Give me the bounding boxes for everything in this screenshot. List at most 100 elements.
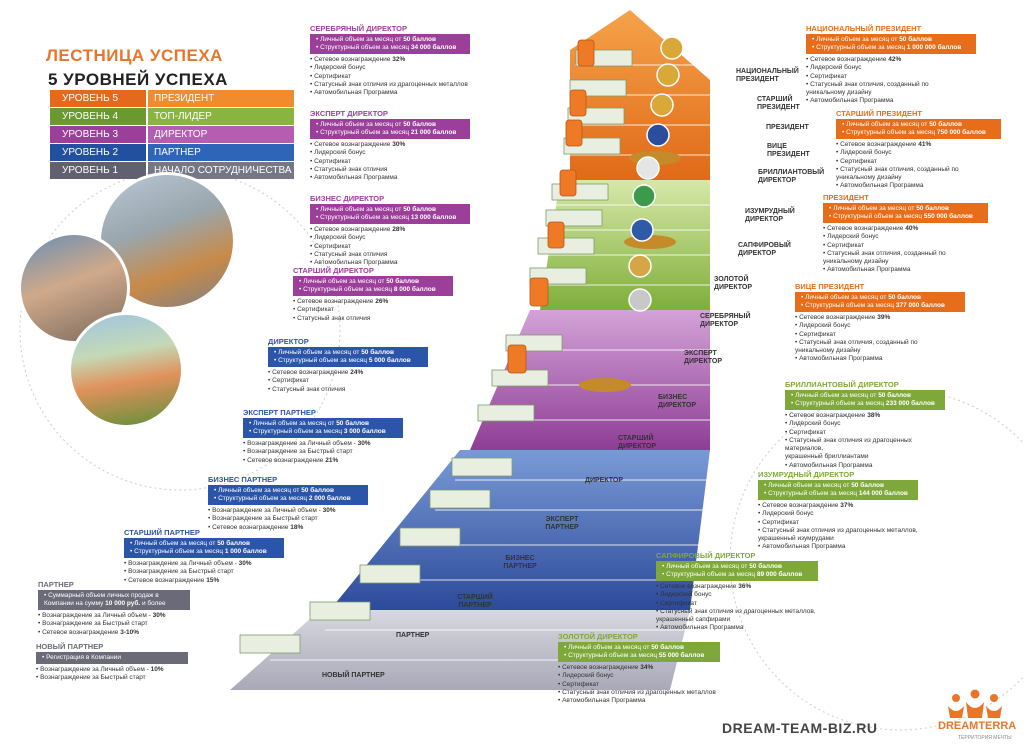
benefit-value: 30%: [238, 560, 252, 567]
requirement-value: 50 баллов: [929, 121, 962, 128]
requirement-value: 13 000 баллов: [410, 214, 457, 221]
requirement-line: • Личный объем за месяц от 50 баллов: [764, 482, 912, 490]
requirement-text: • Личный объем за месяц от: [842, 121, 930, 128]
benefit-line: • Сетевое вознаграждение 37%: [758, 502, 918, 510]
benefit-line: • Статусный знак отличия, созданный по: [806, 81, 976, 89]
rank-card-expdir: ЭКСПЕРТ ДИРЕКТОР• Личный объем за месяц …: [310, 109, 470, 182]
requirement-line: • Структурный объем за месяц 2 000 балло…: [214, 495, 362, 503]
benefit-line: • Сетевое вознаграждение 21%: [243, 457, 403, 465]
benefit-line: • Лидерский бонус: [823, 233, 988, 241]
step-label-silver-director: СЕРЕБРЯНЫЙ ДИРЕКТОР: [700, 313, 751, 328]
requirement-line: • Личный объем за месяц от 50 баллов: [316, 36, 464, 44]
benefit-text: • Автомобильная Программа: [310, 259, 398, 267]
benefit-line: • Сертификат: [795, 331, 965, 339]
rank-card-exppar: ЭКСПЕРТ ПАРТНЕР• Личный объем за месяц о…: [243, 408, 403, 465]
requirement-text: • Личный объем за месяц от: [249, 420, 337, 427]
benefit-line: • Сертификат: [758, 519, 918, 527]
requirement-text: • Личный объем за месяц от: [829, 205, 917, 212]
requirement-text: • Структурный объем за месяц: [274, 357, 369, 364]
requirement-line: • Структурный объем за месяц 550 000 бал…: [829, 213, 982, 221]
benefit-text: • Лидерский бонус: [823, 233, 879, 241]
requirement-line: • Личный объем за месяц от 50 баллов: [274, 349, 422, 357]
benefit-text: • Статусный знак отличия из драгоценных …: [558, 688, 716, 696]
requirement-text: • Личный объем за месяц от: [274, 349, 362, 356]
benefit-line: • Вознаграждение за Личный объем - 10%: [36, 666, 188, 674]
requirement-value: 21 000 баллов: [410, 129, 457, 136]
rank-requirements: • Личный объем за месяц от 50 баллов• Ст…: [836, 119, 1001, 139]
benefit-line: • Сетевое вознаграждение 42%: [806, 56, 976, 64]
benefit-text: • Сетевое вознаграждение: [836, 141, 919, 148]
rank-card-bizdir: БИЗНЕС ДИРЕКТОР• Личный объем за месяц о…: [310, 194, 470, 267]
benefit-text: уникальному дизайну: [836, 174, 902, 182]
website-url[interactable]: DREAM-TEAM-BIZ.RU: [722, 720, 878, 736]
rank-requirements: • Личный объем за месяц от 50 баллов• Ст…: [310, 119, 470, 139]
legend-level: УРОВЕНЬ 5: [50, 90, 146, 107]
benefit-value: 42%: [888, 56, 902, 63]
requirement-text: • Личный объем за месяц от: [791, 392, 879, 399]
requirement-line: • Структурный объем за месяц 1 000 балло…: [130, 548, 278, 556]
requirement-value: 50 баллов: [888, 294, 921, 301]
benefit-line: • Статусный знак отличия из драгоценных …: [758, 527, 918, 535]
benefit-text: • Вознаграждение за Быстрый старт: [124, 568, 234, 576]
benefit-value: 37%: [840, 502, 854, 509]
benefit-text: • Автомобильная Программа: [656, 624, 744, 632]
benefit-text: • Вознаграждение за Быстрый старт: [36, 674, 146, 682]
step-label-business-partner: БИЗНЕС ПАРТНЕР: [503, 555, 537, 570]
rank-requirements: • Личный объем за месяц от 50 баллов• Ст…: [758, 480, 918, 500]
benefit-line: • Сертификат: [310, 243, 470, 251]
benefit-text: • Лидерский бонус: [836, 149, 892, 157]
rank-benefits: • Вознаграждение за Личный объем - 30%• …: [243, 440, 403, 465]
rank-benefits: • Сетевое вознаграждение 34%• Лидерский …: [558, 664, 720, 705]
benefit-line: • Автомобильная Программа: [656, 624, 818, 632]
step-label-president: ПРЕЗИДЕНТ: [766, 124, 809, 131]
requirement-line: • Структурный объем за месяц 34 000 балл…: [316, 44, 464, 52]
requirement-text: и более: [140, 600, 166, 607]
step-label-senior-director: СТАРШИЙ ДИРЕКТОР: [618, 435, 657, 450]
benefit-line: • Статусный знак отличия из драгоценных …: [656, 608, 818, 616]
benefit-line: • Сертификат: [656, 600, 818, 608]
requirement-line: • Личный объем за месяц от 50 баллов: [801, 294, 959, 302]
benefit-value: 30%: [322, 507, 336, 514]
requirement-line: • Личный объем за месяц от 50 баллов: [662, 563, 812, 571]
benefit-text: • Вознаграждение за Личный объем -: [36, 666, 151, 673]
requirement-text: • Личный объем за месяц от: [801, 294, 889, 301]
requirement-text: • Структурный объем за месяц: [812, 44, 907, 51]
legend-level: УРОВЕНЬ 1: [50, 162, 146, 179]
logo-text: DREAMTERRA: [938, 720, 1017, 732]
requirement-text: • Личный объем за месяц от: [316, 121, 404, 128]
benefit-line: • Автомобильная Программа: [795, 355, 965, 363]
step-label-diamond-director: БРИЛЛИАНТОВЫЙ ДИРЕКТОР: [758, 169, 825, 184]
requirement-line: • Личный объем за месяц от 50 баллов: [791, 392, 939, 400]
benefit-text: уникальному дизайну: [795, 347, 861, 355]
benefit-text: • Сертификат: [656, 599, 697, 607]
benefit-value: 30%: [357, 440, 371, 447]
benefit-value: 38%: [867, 412, 881, 419]
page-subtitle: 5 УРОВНЕЙ УСПЕХА: [48, 70, 228, 89]
requirement-line: • Структурный объем за месяц 377 000 бал…: [801, 302, 959, 310]
benefit-text: • Сертификат: [310, 157, 351, 165]
benefit-text: • Автомобильная Программа: [310, 89, 398, 97]
rank-card-srpar: СТАРШИЙ ПАРТНЕР• Личный объем за месяц о…: [124, 528, 284, 585]
requirement-line: • Личный объем за месяц от 50 баллов: [214, 487, 362, 495]
rank-card-srpres: СТАРШИЙ ПРЕЗИДЕНТ• Личный объем за месяц…: [836, 109, 1001, 191]
benefit-text: • Сетевое вознаграждение: [785, 412, 868, 419]
requirement-value: 1 000 баллов: [224, 548, 267, 555]
requirement-value: 50 баллов: [386, 278, 419, 285]
benefit-text: • Лидерский бонус: [656, 591, 712, 599]
benefit-text: • Статусный знак отличия, созданный по: [836, 165, 959, 173]
benefit-line: • Статусный знак отличия из драгоценных …: [310, 81, 470, 89]
step-label-director: ДИРЕКТОР: [585, 477, 624, 484]
benefit-text: • Лидерский бонус: [806, 64, 862, 72]
requirement-line: • Структурный объем за месяц 5 000 балло…: [274, 357, 422, 365]
benefit-text: • Лидерский бонус: [310, 149, 366, 157]
benefit-text: • Сертификат: [758, 518, 799, 526]
requirement-value: 50 баллов: [361, 349, 394, 356]
benefit-line: • Автомобильная Программа: [823, 266, 988, 274]
rank-benefits: • Вознаграждение за Личный объем - 10%• …: [36, 666, 188, 683]
benefit-line: • Статусный знак отличия: [310, 251, 470, 259]
rank-benefits: • Вознаграждение за Личный объем - 30%• …: [38, 612, 190, 637]
benefit-text: • Автомобильная Программа: [823, 266, 911, 274]
step-label-senior-president: СТАРШИЙ ПРЕЗИДЕНТ: [757, 96, 800, 111]
requirement-line: • Структурный объем за месяц 1 000 000 б…: [812, 44, 970, 52]
rank-benefits: • Сетевое вознаграждение 38%• Лидерский …: [785, 412, 945, 470]
